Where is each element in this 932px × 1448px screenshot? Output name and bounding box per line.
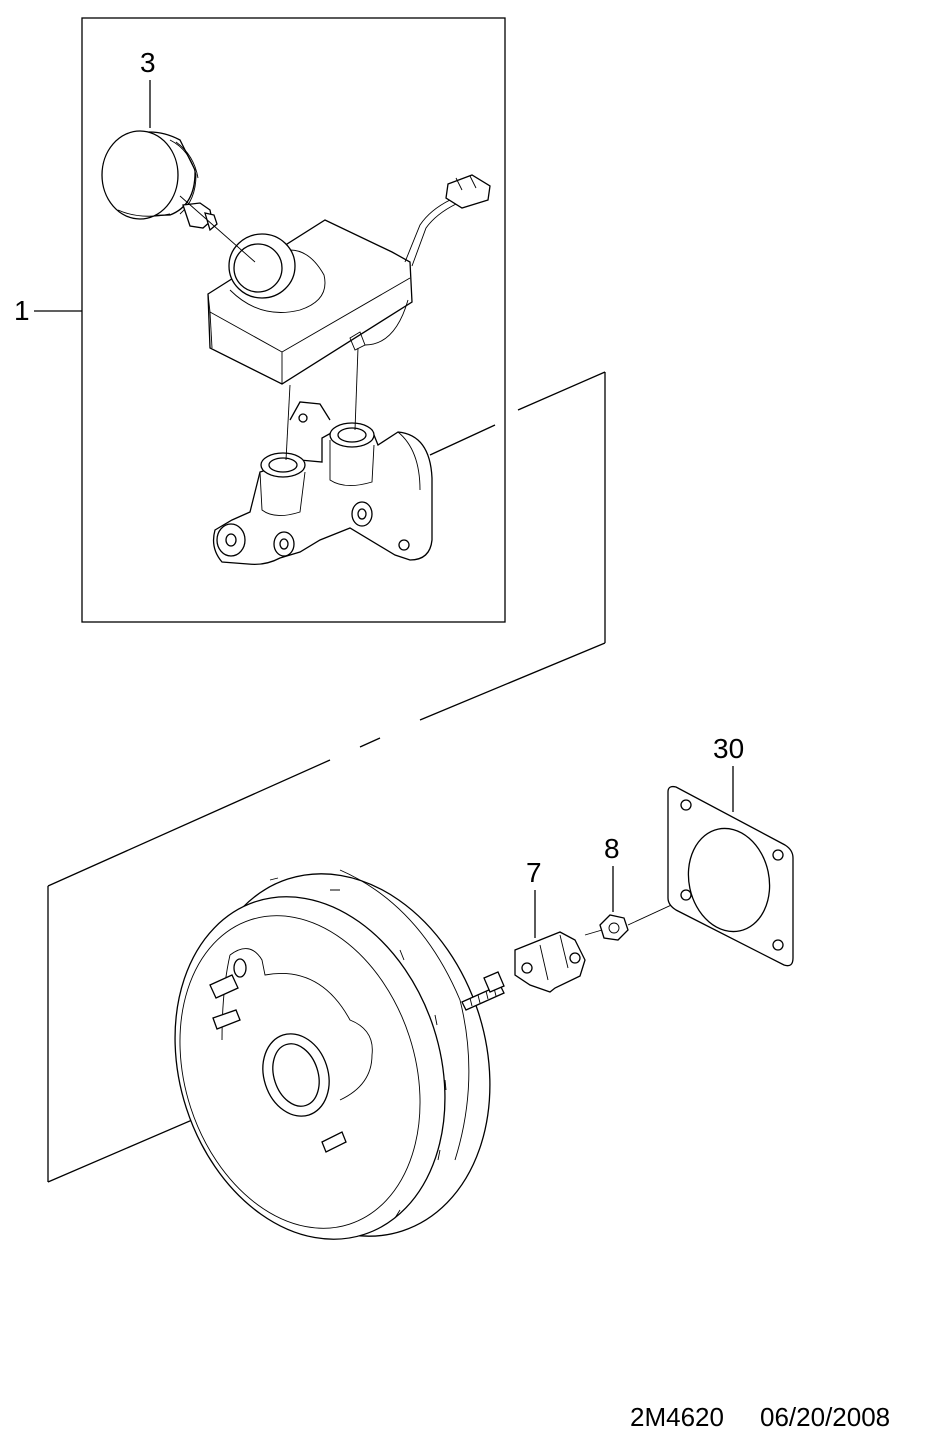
assembly-line — [179, 195, 256, 263]
clevis — [514, 931, 586, 993]
callout-3: 3 — [140, 47, 156, 78]
drawing-code: 2M4620 — [630, 1402, 724, 1432]
level-sensor-wire — [364, 174, 491, 346]
callout-30: 30 — [713, 733, 744, 764]
drawing-date: 06/20/2008 — [760, 1402, 890, 1432]
reservoir-cap — [101, 130, 218, 232]
gasket — [667, 785, 794, 967]
callout-8: 8 — [604, 833, 620, 864]
nut — [599, 914, 629, 941]
assembly-line — [354, 347, 359, 431]
assembly-line — [584, 929, 603, 936]
master-cylinder-body — [212, 401, 433, 566]
callout-1: 1 — [14, 295, 30, 326]
callout-7: 7 — [526, 857, 542, 888]
assembly-line — [285, 384, 291, 461]
push-rod — [461, 971, 505, 1011]
master-cylinder-frame — [81, 17, 506, 623]
reservoir-tank — [207, 219, 413, 385]
brake-booster — [174, 869, 491, 1240]
